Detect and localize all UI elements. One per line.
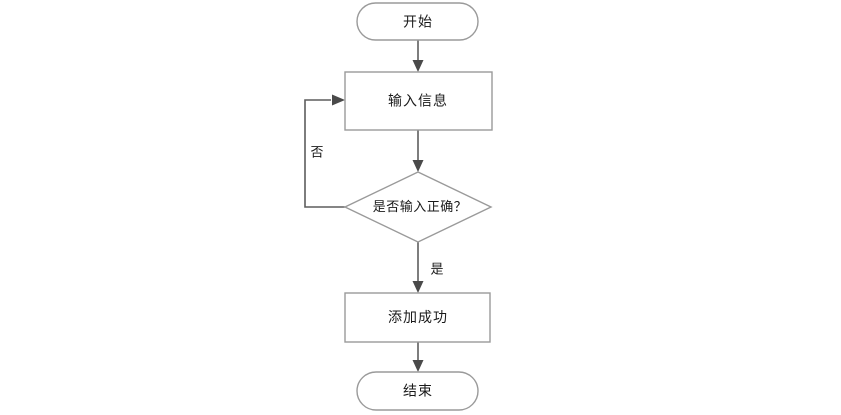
node-start[interactable]: 开始 <box>356 2 479 41</box>
edge-input-to-decision <box>412 130 424 172</box>
node-start-shape[interactable] <box>356 2 479 41</box>
node-success-shape[interactable] <box>344 292 491 343</box>
node-decision-label: 是否输入正确？ <box>373 199 468 215</box>
node-success[interactable]: 添加成功 <box>344 292 491 343</box>
edge-success-to-end <box>412 342 424 372</box>
node-input-shape[interactable] <box>344 71 493 131</box>
node-end-shape[interactable] <box>356 371 479 411</box>
arrow-head-loop-into-input <box>332 94 345 106</box>
arrow-head-into-input <box>412 60 424 72</box>
edge-line-no-loop <box>304 99 345 208</box>
edge-label-yes: 是 <box>430 263 443 278</box>
node-decision-shape[interactable] <box>343 171 493 243</box>
arrow-head-into-end <box>412 360 424 372</box>
node-end[interactable]: 结束 <box>356 371 479 411</box>
edge-decision-to-input-no: 否 <box>304 94 345 208</box>
node-input-label: 输入信息 <box>388 93 448 110</box>
node-end-label: 结束 <box>403 384 433 400</box>
node-decision[interactable]: 是否输入正确？ <box>343 171 493 243</box>
node-success-label: 添加成功 <box>388 310 448 326</box>
node-start-label: 开始 <box>403 15 433 31</box>
edge-label-no: 否 <box>310 146 323 161</box>
arrow-head-into-decision <box>412 160 424 172</box>
edge-decision-to-success-yes: 是 <box>412 242 444 293</box>
node-input[interactable]: 输入信息 <box>344 71 493 131</box>
edge-start-to-input <box>412 40 424 72</box>
arrow-head-into-success <box>412 281 424 293</box>
